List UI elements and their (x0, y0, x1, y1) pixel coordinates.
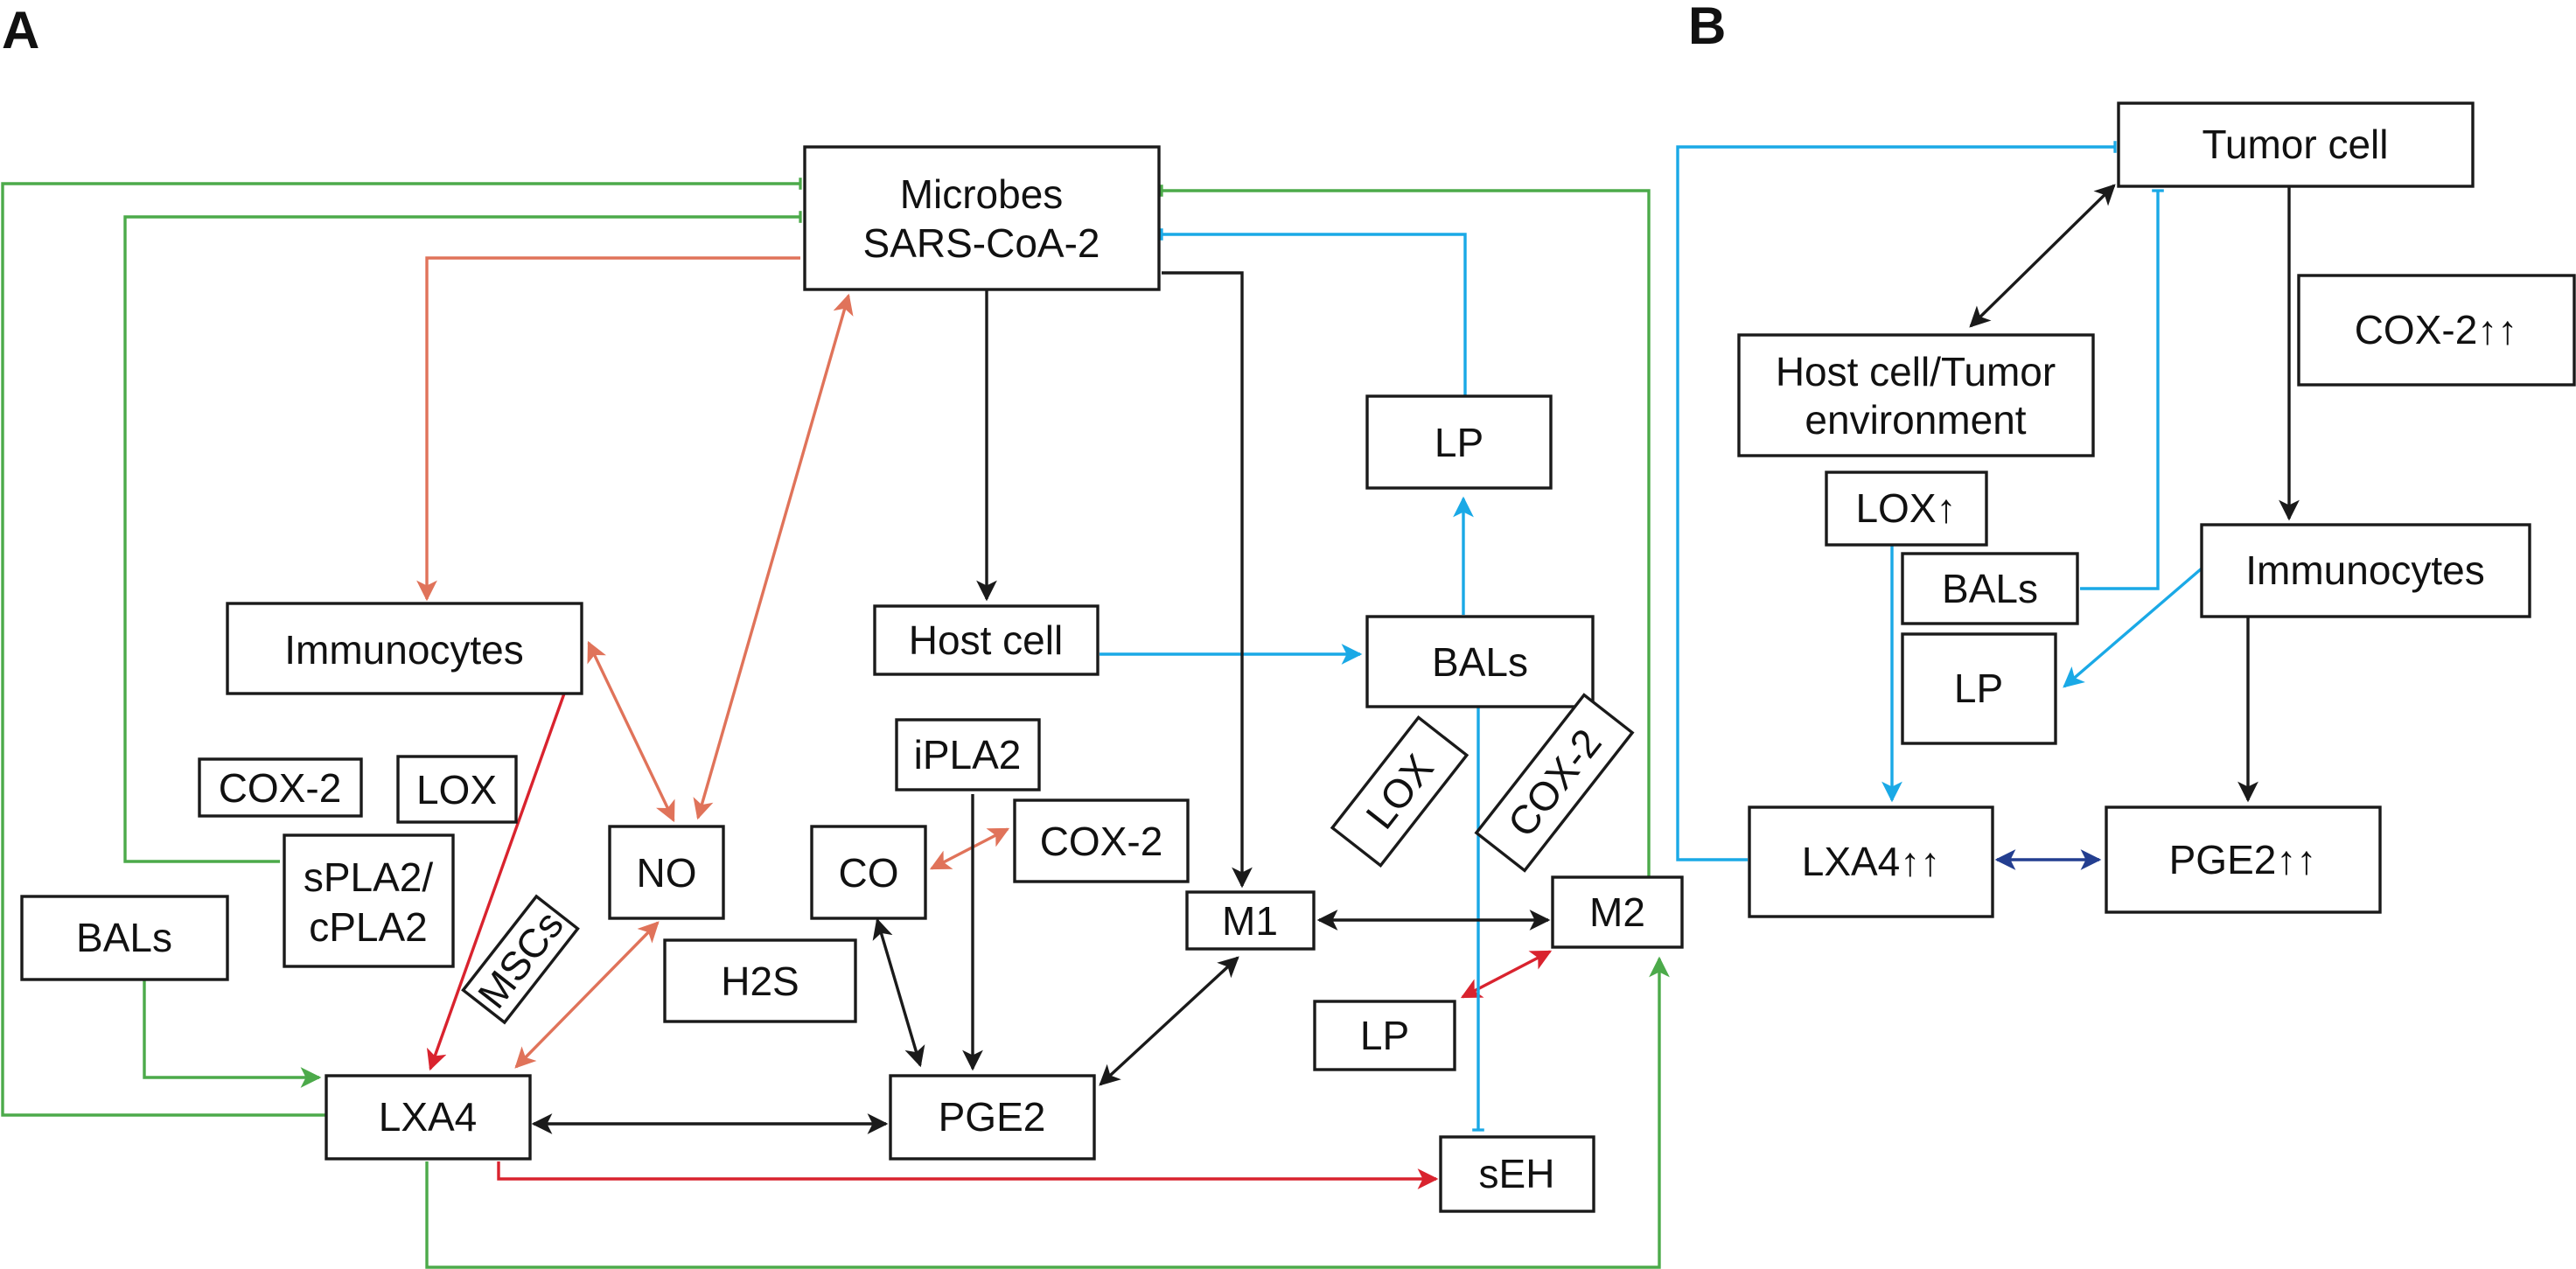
node-lp-bottom: LP (1313, 1000, 1456, 1071)
node-tumor-cell: Tumor cell (2117, 101, 2475, 188)
node-m2: M2 (1551, 875, 1684, 949)
node-spla2-cpla2: sPLA2/ cPLA2 (283, 833, 455, 968)
orange-microbes-to-immunocytes (416, 256, 800, 602)
orange-no-microbes (693, 293, 854, 820)
svg-text:LXA4: LXA4 (379, 1094, 478, 1140)
node-bals-b: BALs (1901, 552, 2079, 625)
node-cox2-rotated: COX-2 (1474, 693, 1635, 873)
node-bals-left: BALs (20, 895, 229, 981)
blue-bals-to-tumorcell (2080, 189, 2164, 590)
red-lp-m2 (1460, 950, 1553, 999)
node-immunocytes: Immunocytes (226, 602, 583, 695)
node-lox-up: LOX↑ (1825, 471, 1988, 547)
blue-lp-to-microbes (1160, 228, 1467, 396)
svg-text:H2S: H2S (721, 959, 799, 1004)
panel-label-b: B (1688, 0, 1726, 55)
node-co: CO (810, 825, 927, 920)
node-immunocytes-b: Immunocytes (2200, 523, 2531, 618)
node-host-tumor-line2: environment (1805, 397, 2026, 443)
node-host-tumor-env: Host cell/Tumor environment (1737, 333, 2095, 457)
node-lox-rotated: LOX (1330, 715, 1470, 868)
node-pge2: PGE2 (889, 1074, 1096, 1161)
svg-text:M2: M2 (1589, 889, 1645, 935)
red-immunocytes-to-lxa4 (426, 693, 566, 1071)
panel-label-a: A (2, 1, 39, 59)
svg-text:PGE2: PGE2 (939, 1094, 1046, 1140)
svg-text:sEH: sEH (1479, 1151, 1555, 1196)
svg-text:BALs: BALs (76, 915, 172, 960)
svg-text:Immunocytes: Immunocytes (284, 627, 524, 673)
node-lxa4-up: LXA4↑↑ (1748, 805, 1994, 918)
node-seh: sEH (1439, 1135, 1595, 1213)
node-spla2-line2: cPLA2 (309, 904, 428, 950)
svg-text:COX-2: COX-2 (219, 765, 342, 811)
node-lp-b: LP (1901, 632, 2057, 745)
svg-text:LP: LP (1435, 420, 1483, 465)
green-bals-to-lxa4 (143, 980, 322, 1088)
node-mscs: MSCs (461, 894, 580, 1025)
red-lxa4-to-seh (497, 1161, 1439, 1189)
green-spla2-to-microbes (123, 211, 802, 863)
green-m2-to-microbes (1160, 185, 1651, 896)
node-lox-left: LOX (396, 755, 518, 824)
svg-text:COX-2↑↑: COX-2↑↑ (2355, 307, 2518, 352)
node-microbes-line1: Microbes (900, 171, 1064, 217)
node-microbes: Microbes SARS-CoA-2 (803, 145, 1161, 291)
node-h2s: H2S (663, 938, 857, 1023)
node-m1: M1 (1185, 890, 1316, 951)
svg-text:Host cell: Host cell (909, 617, 1063, 663)
node-pge2-up: PGE2↑↑ (2105, 805, 2382, 914)
orange-immunocytes-no (587, 640, 675, 823)
svg-text:CO: CO (839, 850, 899, 896)
blue-lxa4up-to-tumorcell (1676, 141, 2117, 861)
green-lxa4-to-m2 (425, 956, 1670, 1269)
svg-text:LP: LP (1954, 666, 2003, 711)
svg-text:LP: LP (1360, 1013, 1409, 1058)
black-co-pge2 (872, 917, 925, 1068)
svg-text:PGE2↑↑: PGE2↑↑ (2169, 837, 2317, 882)
node-lxa4: LXA4 (325, 1074, 532, 1161)
svg-text:iPLA2: iPLA2 (914, 732, 1022, 777)
node-spla2-line1: sPLA2/ (304, 854, 434, 900)
node-ipla2: iPLA2 (895, 718, 1041, 791)
svg-text:BALs: BALs (1942, 566, 2038, 611)
svg-text:Tumor cell: Tumor cell (2203, 122, 2389, 167)
green-lxa4-to-microbes-outer (1, 178, 802, 1117)
svg-text:M1: M1 (1222, 898, 1278, 944)
svg-text:NO: NO (637, 850, 697, 896)
node-lp-top: LP (1365, 394, 1553, 490)
node-cox2-up: COX-2↑↑ (2297, 274, 2576, 387)
black-m1-pge2 (1099, 956, 1239, 1086)
black-microbes-to-m1 (1162, 271, 1253, 889)
node-cox2-mid: COX-2 (1013, 798, 1190, 883)
node-cox2-left: COX-2 (198, 757, 363, 818)
node-host-cell: Host cell (873, 604, 1100, 676)
node-no: NO (608, 825, 725, 920)
orange-co-cox2 (929, 827, 1010, 870)
svg-text:Immunocytes: Immunocytes (2245, 547, 2485, 593)
svg-text:COX-2: COX-2 (1040, 819, 1163, 864)
blue-immunocytes-to-lp (2063, 567, 2203, 688)
svg-text:LXA4↑↑: LXA4↑↑ (1802, 839, 1941, 884)
svg-text:BALs: BALs (1432, 639, 1528, 685)
svg-text:LOX↑: LOX↑ (1855, 485, 1956, 531)
node-bals-mid: BALs (1365, 615, 1595, 708)
orange-no-lxa4 (514, 921, 660, 1069)
svg-text:LOX: LOX (416, 767, 497, 812)
node-microbes-line2: SARS-CoA-2 (863, 220, 1100, 266)
node-host-tumor-line1: Host cell/Tumor (1776, 349, 2056, 394)
black-tumorcell-hostenv (1969, 184, 2116, 328)
